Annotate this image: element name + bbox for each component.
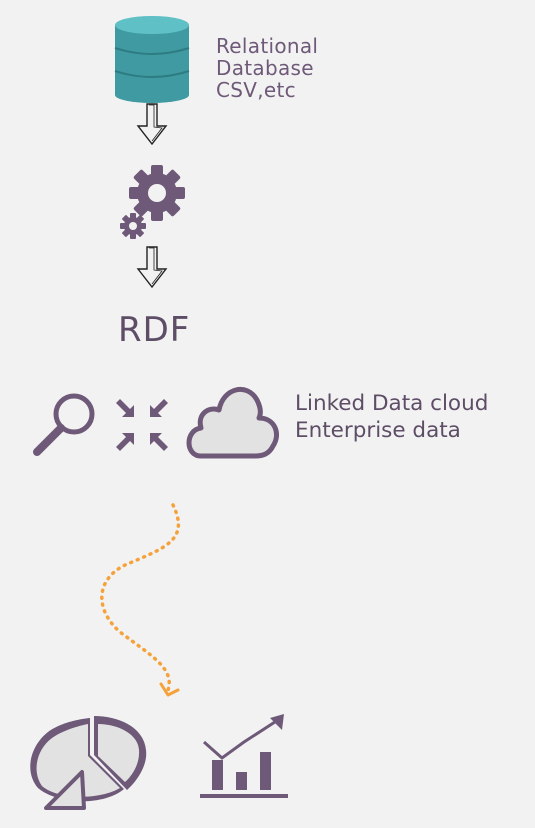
rdf-label: RDF xyxy=(118,310,191,350)
tools-line-2: Enterprise data xyxy=(295,418,461,443)
source-line-2: Database xyxy=(216,56,314,80)
pie-chart-icon xyxy=(30,716,147,810)
bar-chart-trend-icon xyxy=(200,714,288,798)
compress-arrows-icon xyxy=(116,399,168,451)
database-icon xyxy=(114,16,190,103)
search-icon xyxy=(33,393,95,456)
down-arrow-icon xyxy=(136,246,168,289)
tools-label: Linked Data cloud Enterprise data xyxy=(295,390,488,444)
gears-icon xyxy=(120,165,185,239)
source-line-3: CSV,etc xyxy=(216,78,296,102)
source-line-1: Relational xyxy=(216,34,319,58)
source-label: Relational Database CSV,etc xyxy=(216,35,318,101)
down-arrow-icon xyxy=(136,103,168,146)
tools-line-1: Linked Data cloud xyxy=(295,391,489,416)
cloud-icon xyxy=(186,387,279,459)
